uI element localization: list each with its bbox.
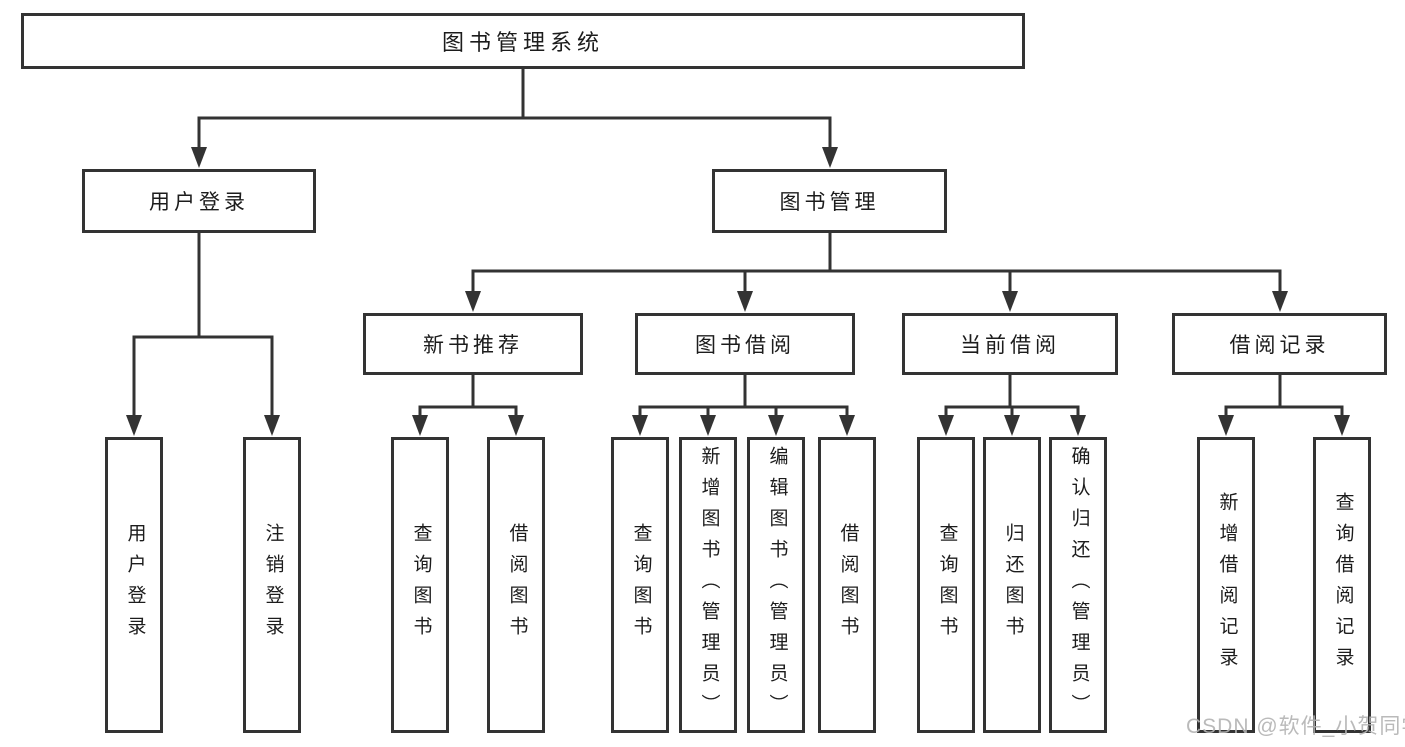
- node-current-borrow: 当前借阅: [902, 313, 1118, 375]
- arrowhead: [768, 415, 784, 436]
- arrowhead: [1004, 415, 1020, 436]
- arrowhead: [508, 415, 524, 436]
- leaf-newbook-query-books: 查询图书: [391, 437, 449, 733]
- connector-bookmgmt-to-level3: [471, 233, 1282, 292]
- connector-currentborrow-to-leaves: [944, 375, 1080, 415]
- node-label: 查询图书: [936, 523, 958, 647]
- node-borrow-records: 借阅记录: [1172, 313, 1387, 375]
- node-new-book-recommend: 新书推荐: [363, 313, 583, 375]
- arrowhead: [1334, 415, 1350, 436]
- node-label: 当前借阅: [960, 334, 1060, 357]
- node-root: 图书管理系统: [21, 13, 1025, 69]
- arrowhead: [191, 147, 207, 168]
- leaf-current-confirm-return-admin: 确认归还（管理员）: [1049, 437, 1107, 733]
- leaf-current-query-books: 查询图书: [917, 437, 975, 733]
- connector-bookborrow-to-leaves: [638, 375, 849, 415]
- arrowhead: [1272, 291, 1288, 312]
- leaf-current-return-books: 归还图书: [983, 437, 1041, 733]
- connector-root-to-level2: [197, 69, 832, 148]
- node-label: 归还图书: [1002, 523, 1024, 647]
- arrowhead: [839, 415, 855, 436]
- arrowhead: [1070, 415, 1086, 436]
- node-label: 图书管理系统: [441, 30, 604, 55]
- node-label: 新增借阅记录: [1216, 492, 1238, 678]
- node-user-login: 用户登录: [82, 169, 316, 233]
- arrowhead: [737, 291, 753, 312]
- arrowhead: [126, 415, 142, 436]
- leaf-borrow-add-books-admin: 新增图书（管理员）: [679, 437, 737, 733]
- leaf-records-query-record: 查询借阅记录: [1313, 437, 1371, 733]
- node-label: 确认归还（管理员）: [1068, 445, 1090, 725]
- arrowhead: [632, 415, 648, 436]
- arrowhead: [822, 147, 838, 168]
- node-label: 借阅图书: [506, 523, 528, 647]
- connector-userlogin-to-leaves: [132, 233, 274, 415]
- leaf-newbook-borrow-books: 借阅图书: [487, 437, 545, 733]
- csdn-watermark: CSDN @软件_小贺同学: [1186, 715, 1405, 738]
- arrowhead: [938, 415, 954, 436]
- node-label: 用户登录: [124, 523, 146, 647]
- arrowhead: [1218, 415, 1234, 436]
- node-label: 新增图书（管理员）: [698, 445, 720, 725]
- node-label: 图书借阅: [695, 334, 795, 357]
- arrowhead: [412, 415, 428, 436]
- leaf-borrow-borrow-books: 借阅图书: [818, 437, 876, 733]
- arrowhead: [465, 291, 481, 312]
- arrowhead: [264, 415, 280, 436]
- node-book-management: 图书管理: [712, 169, 947, 233]
- node-label: 用户登录: [149, 191, 249, 214]
- arrowhead: [1002, 291, 1018, 312]
- leaf-records-add-record: 新增借阅记录: [1197, 437, 1255, 733]
- leaf-logout: 注销登录: [243, 437, 301, 733]
- node-book-borrow: 图书借阅: [635, 313, 855, 375]
- connector-records-to-leaves: [1224, 375, 1344, 415]
- node-label: 新书推荐: [423, 334, 523, 357]
- node-label: 图书管理: [779, 191, 880, 214]
- node-label: 查询借阅记录: [1332, 492, 1354, 678]
- node-label: 查询图书: [410, 523, 432, 647]
- leaf-borrow-edit-books-admin: 编辑图书（管理员）: [747, 437, 805, 733]
- node-label: 借阅图书: [837, 523, 859, 647]
- node-label: 编辑图书（管理员）: [766, 445, 788, 725]
- node-label: 注销登录: [262, 523, 284, 647]
- node-label: 借阅记录: [1229, 334, 1330, 357]
- leaf-user-login: 用户登录: [105, 437, 163, 733]
- connector-newbook-to-leaves: [418, 375, 518, 415]
- leaf-borrow-query-books: 查询图书: [611, 437, 669, 733]
- arrowhead: [700, 415, 716, 436]
- node-label: 查询图书: [630, 523, 652, 647]
